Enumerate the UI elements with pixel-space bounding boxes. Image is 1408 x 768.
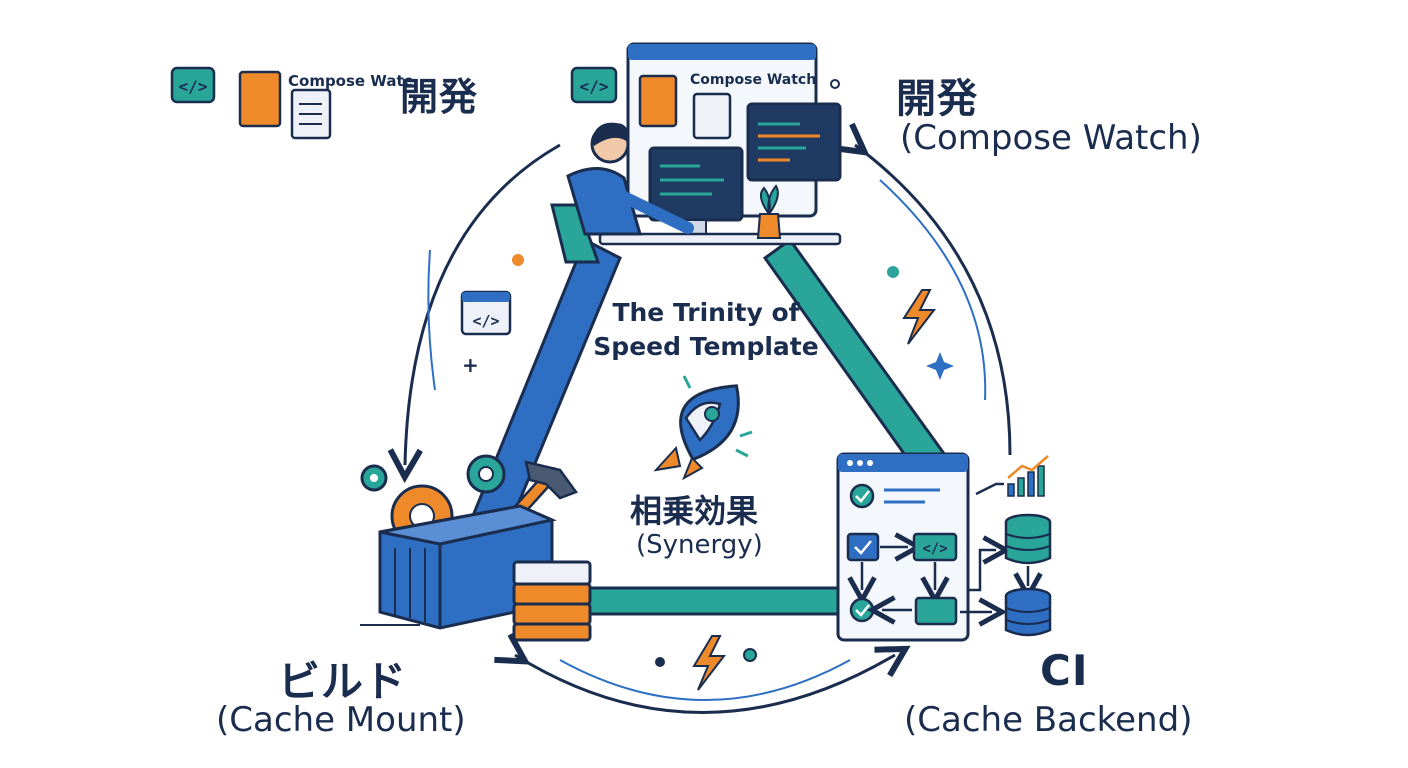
arrow-ci-to-dev bbox=[855, 145, 1012, 456]
ci-subtitle: (Cache Backend) bbox=[904, 700, 1193, 740]
topleft-file-label: Compose Watc bbox=[288, 72, 413, 90]
bottom-edge-teal bbox=[583, 586, 842, 616]
checked-box-icon bbox=[846, 532, 880, 562]
ci-pipeline: </> bbox=[836, 452, 1052, 642]
plant-pot-icon bbox=[756, 213, 782, 239]
orange-document-icon bbox=[238, 70, 282, 128]
dev-subtitle: (Compose Watch) bbox=[900, 118, 1202, 158]
arrow-inner-bottom bbox=[559, 659, 851, 701]
center-title: The Trinity of Speed Template bbox=[586, 296, 826, 364]
svg-text:</>: </> bbox=[472, 312, 499, 330]
layer-stack-icon bbox=[512, 560, 592, 586]
cycle-arrows bbox=[405, 143, 1012, 714]
svg-text:</>: </> bbox=[179, 77, 208, 96]
code-bubble-icon bbox=[170, 66, 216, 104]
center-title-line1: The Trinity of bbox=[612, 298, 800, 327]
synergy-en: (Synergy) bbox=[636, 530, 763, 560]
arrow-inner-left bbox=[427, 249, 436, 391]
code-step-icon bbox=[912, 532, 958, 562]
trend-line-icon bbox=[975, 482, 1004, 496]
code-editor-window bbox=[746, 102, 842, 182]
arrow-dev-to-build bbox=[405, 143, 561, 465]
svg-text:</>: </> bbox=[922, 541, 947, 557]
developer-workstation: </> bbox=[550, 42, 842, 264]
teal-dot bbox=[887, 266, 899, 278]
monitor bbox=[648, 146, 744, 222]
arrow-inner-right bbox=[879, 179, 987, 401]
topleft-title: 開発 bbox=[400, 75, 479, 119]
star-sparkle-icon bbox=[926, 352, 954, 380]
svg-text:</>: </> bbox=[580, 77, 609, 96]
topleft-icons: </> bbox=[170, 66, 332, 140]
monitor-file-label: Compose Watch bbox=[690, 72, 817, 88]
check-circle-icon-2 bbox=[849, 597, 875, 623]
orange-dot bbox=[512, 254, 524, 266]
ci-title: CI bbox=[1040, 646, 1089, 695]
hammer-head bbox=[524, 460, 578, 500]
bar-chart-icon bbox=[1007, 483, 1015, 497]
artifact-step-icon bbox=[914, 596, 958, 626]
lightning-icon-bottom bbox=[692, 635, 727, 691]
center-title-line2: Speed Template bbox=[593, 332, 819, 361]
rocket-icon bbox=[653, 375, 753, 481]
build-cluster bbox=[360, 454, 592, 642]
check-circle-icon bbox=[849, 483, 875, 509]
build-title: ビルド bbox=[278, 657, 408, 706]
arrow-build-ci bbox=[515, 655, 895, 714]
decorations: + </> bbox=[460, 79, 954, 691]
plus-sparkle-icon: + bbox=[462, 353, 479, 377]
chair-icon bbox=[550, 203, 601, 264]
dev-title: 開発 bbox=[896, 76, 978, 122]
build-subtitle: (Cache Mount) bbox=[216, 700, 466, 740]
orange-document-icon-2 bbox=[638, 74, 678, 128]
code-bubble-icon-2 bbox=[570, 66, 618, 104]
lightning-icon-right bbox=[902, 289, 937, 345]
white-document-icon-2 bbox=[692, 92, 732, 140]
developer-body bbox=[566, 167, 642, 236]
synergy-jp: 相乗効果 bbox=[630, 492, 759, 530]
